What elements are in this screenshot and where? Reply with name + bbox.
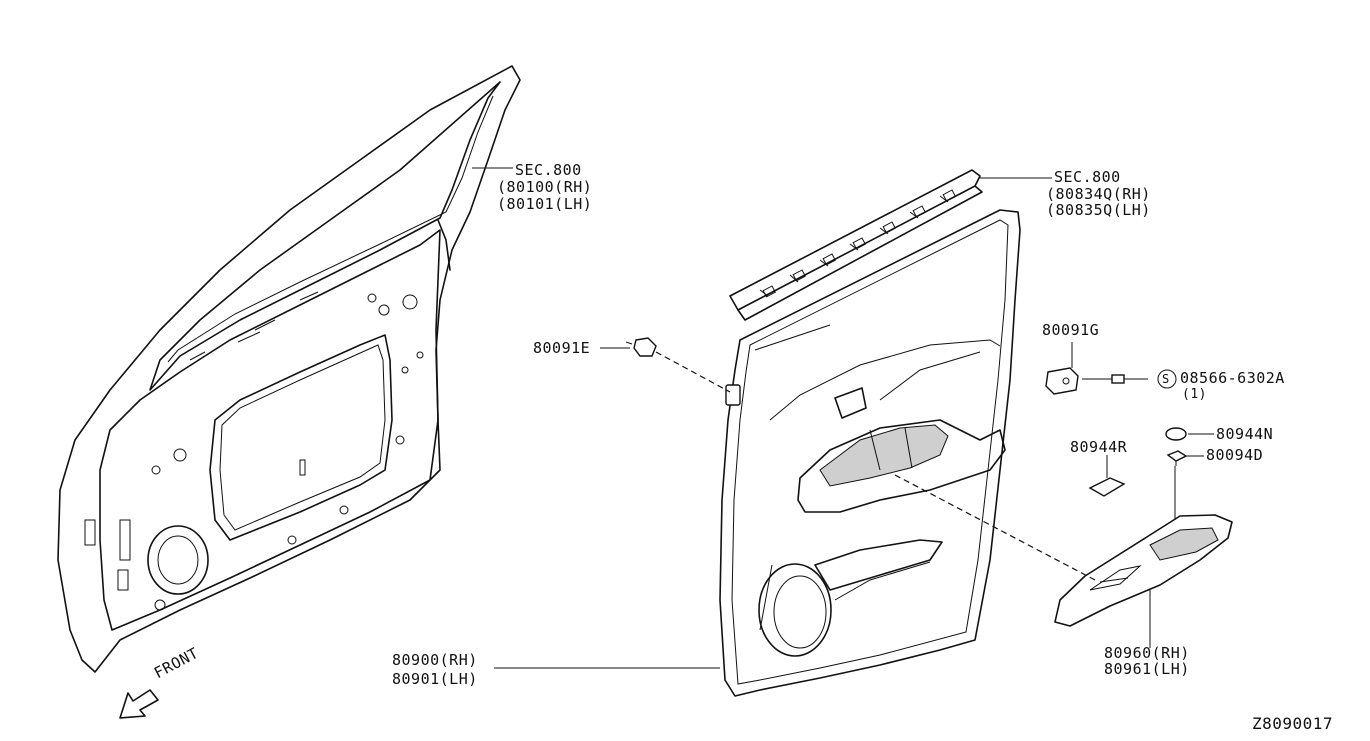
clip-g-part <box>1045 367 1079 395</box>
clip-g-label: 80091G <box>1042 321 1100 339</box>
pad-r-part <box>1088 477 1126 497</box>
clip-d-label: 80094D <box>1206 446 1264 464</box>
cap-n-label: 80944N <box>1216 425 1274 443</box>
weatherstrip-part-lh-text: 80835Q(LH) <box>1055 201 1151 219</box>
screw-symbol-icon <box>1157 369 1177 389</box>
weatherstrip-part-rh: (80834Q(RH) <box>1046 185 1151 203</box>
front-door-part-lh-text: 80101(LH) <box>506 195 593 213</box>
screw-symbol-text: S <box>1162 372 1170 386</box>
dashed-line-armrest <box>894 474 1096 581</box>
front-door-part-rh-text: 80100(RH) <box>506 178 593 196</box>
screw-part-label: 08566-6302A <box>1180 369 1285 387</box>
screw-part <box>1082 374 1148 384</box>
clip-e-label: 80091E <box>533 339 591 357</box>
armrest-part-rh: 80960(RH) <box>1104 644 1190 662</box>
weatherstrip-part-lh: (80835Q(LH) <box>1046 201 1151 219</box>
front-door-part-rh: (80100(RH) <box>497 178 593 196</box>
front-door-panel <box>57 65 521 673</box>
dashed-line-clip-e <box>655 351 731 393</box>
arrow-icon <box>119 689 159 719</box>
door-finisher-part <box>719 209 1021 697</box>
door-finisher-part-rh: 80900(RH) <box>392 651 478 669</box>
armrest-part-lh: 80961(LH) <box>1104 660 1190 678</box>
clip-d-part <box>1166 450 1188 466</box>
pad-r-label: 80944R <box>1070 438 1128 456</box>
weatherstrip-part <box>729 169 983 321</box>
front-door-part-lh: (80101(LH) <box>497 195 593 213</box>
armrest-part <box>1054 514 1233 627</box>
diagram-id: Z8090017 <box>1252 714 1334 733</box>
weatherstrip-sec-label: SEC.800 <box>1054 168 1121 186</box>
clip-e-part <box>625 337 657 357</box>
cap-n-part <box>1165 427 1187 441</box>
weatherstrip-part-rh-text: 80834Q(RH) <box>1055 185 1151 203</box>
screw-qty-label: (1) <box>1182 387 1207 402</box>
front-door-sec-label: SEC.800 <box>515 161 582 179</box>
door-finisher-part-lh: 80901(LH) <box>392 670 478 688</box>
